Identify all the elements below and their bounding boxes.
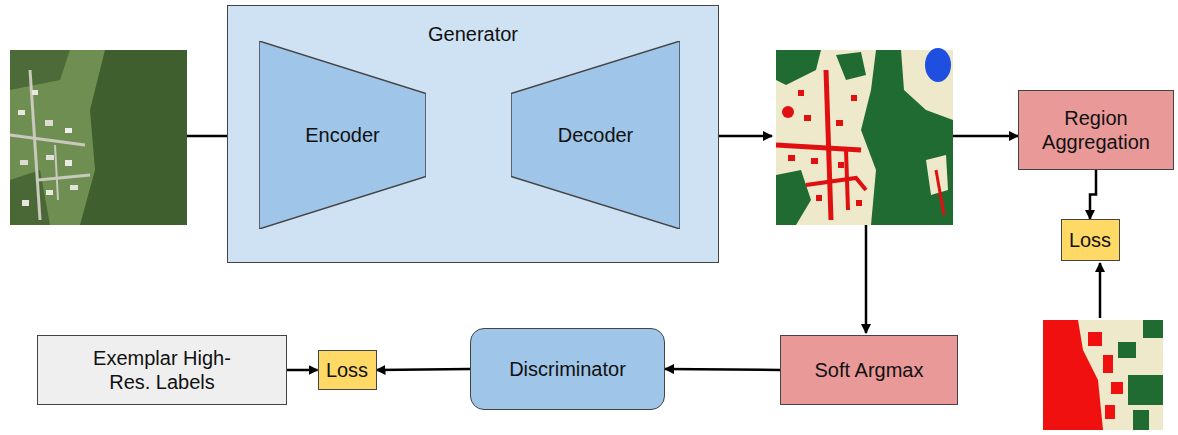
encoder-trapezoid: Encoder xyxy=(259,41,426,229)
loss-box: Loss xyxy=(1061,219,1120,261)
decoder-trapezoid: Decoder xyxy=(511,41,680,229)
node-label: Encoder xyxy=(305,123,380,147)
node-label: Exemplar High-Res. Labels xyxy=(80,346,245,394)
label-patch xyxy=(1043,320,1163,430)
connector-arrow xyxy=(665,369,780,370)
target-arrow xyxy=(1099,263,1102,318)
exemplar-box: Exemplar High-Res. Labels xyxy=(37,335,287,405)
segmentation-map xyxy=(776,48,953,225)
discriminator-box: Discriminator xyxy=(470,328,665,410)
argmax-box: Soft Argmax xyxy=(780,335,958,405)
node-label: Decoder xyxy=(558,123,634,147)
connector-arrow xyxy=(287,369,318,372)
node-label: Soft Argmax xyxy=(815,358,924,382)
node-label: Generator xyxy=(428,22,518,46)
node-label: Discriminator xyxy=(509,357,626,381)
connector-arrow xyxy=(1090,170,1096,219)
loss-box: Loss xyxy=(318,350,377,390)
node-label: Region Aggregation xyxy=(1026,106,1166,154)
node-label: Loss xyxy=(1069,228,1111,252)
aggregation-box: Region Aggregation xyxy=(1018,90,1174,170)
map-arrow xyxy=(865,225,868,333)
aerial-image xyxy=(10,50,187,225)
map-arrow xyxy=(953,135,1018,138)
connector-arrow xyxy=(377,369,471,370)
generator-box: GeneratorEncoder Decoder xyxy=(227,5,719,263)
node-label: Loss xyxy=(326,358,368,382)
